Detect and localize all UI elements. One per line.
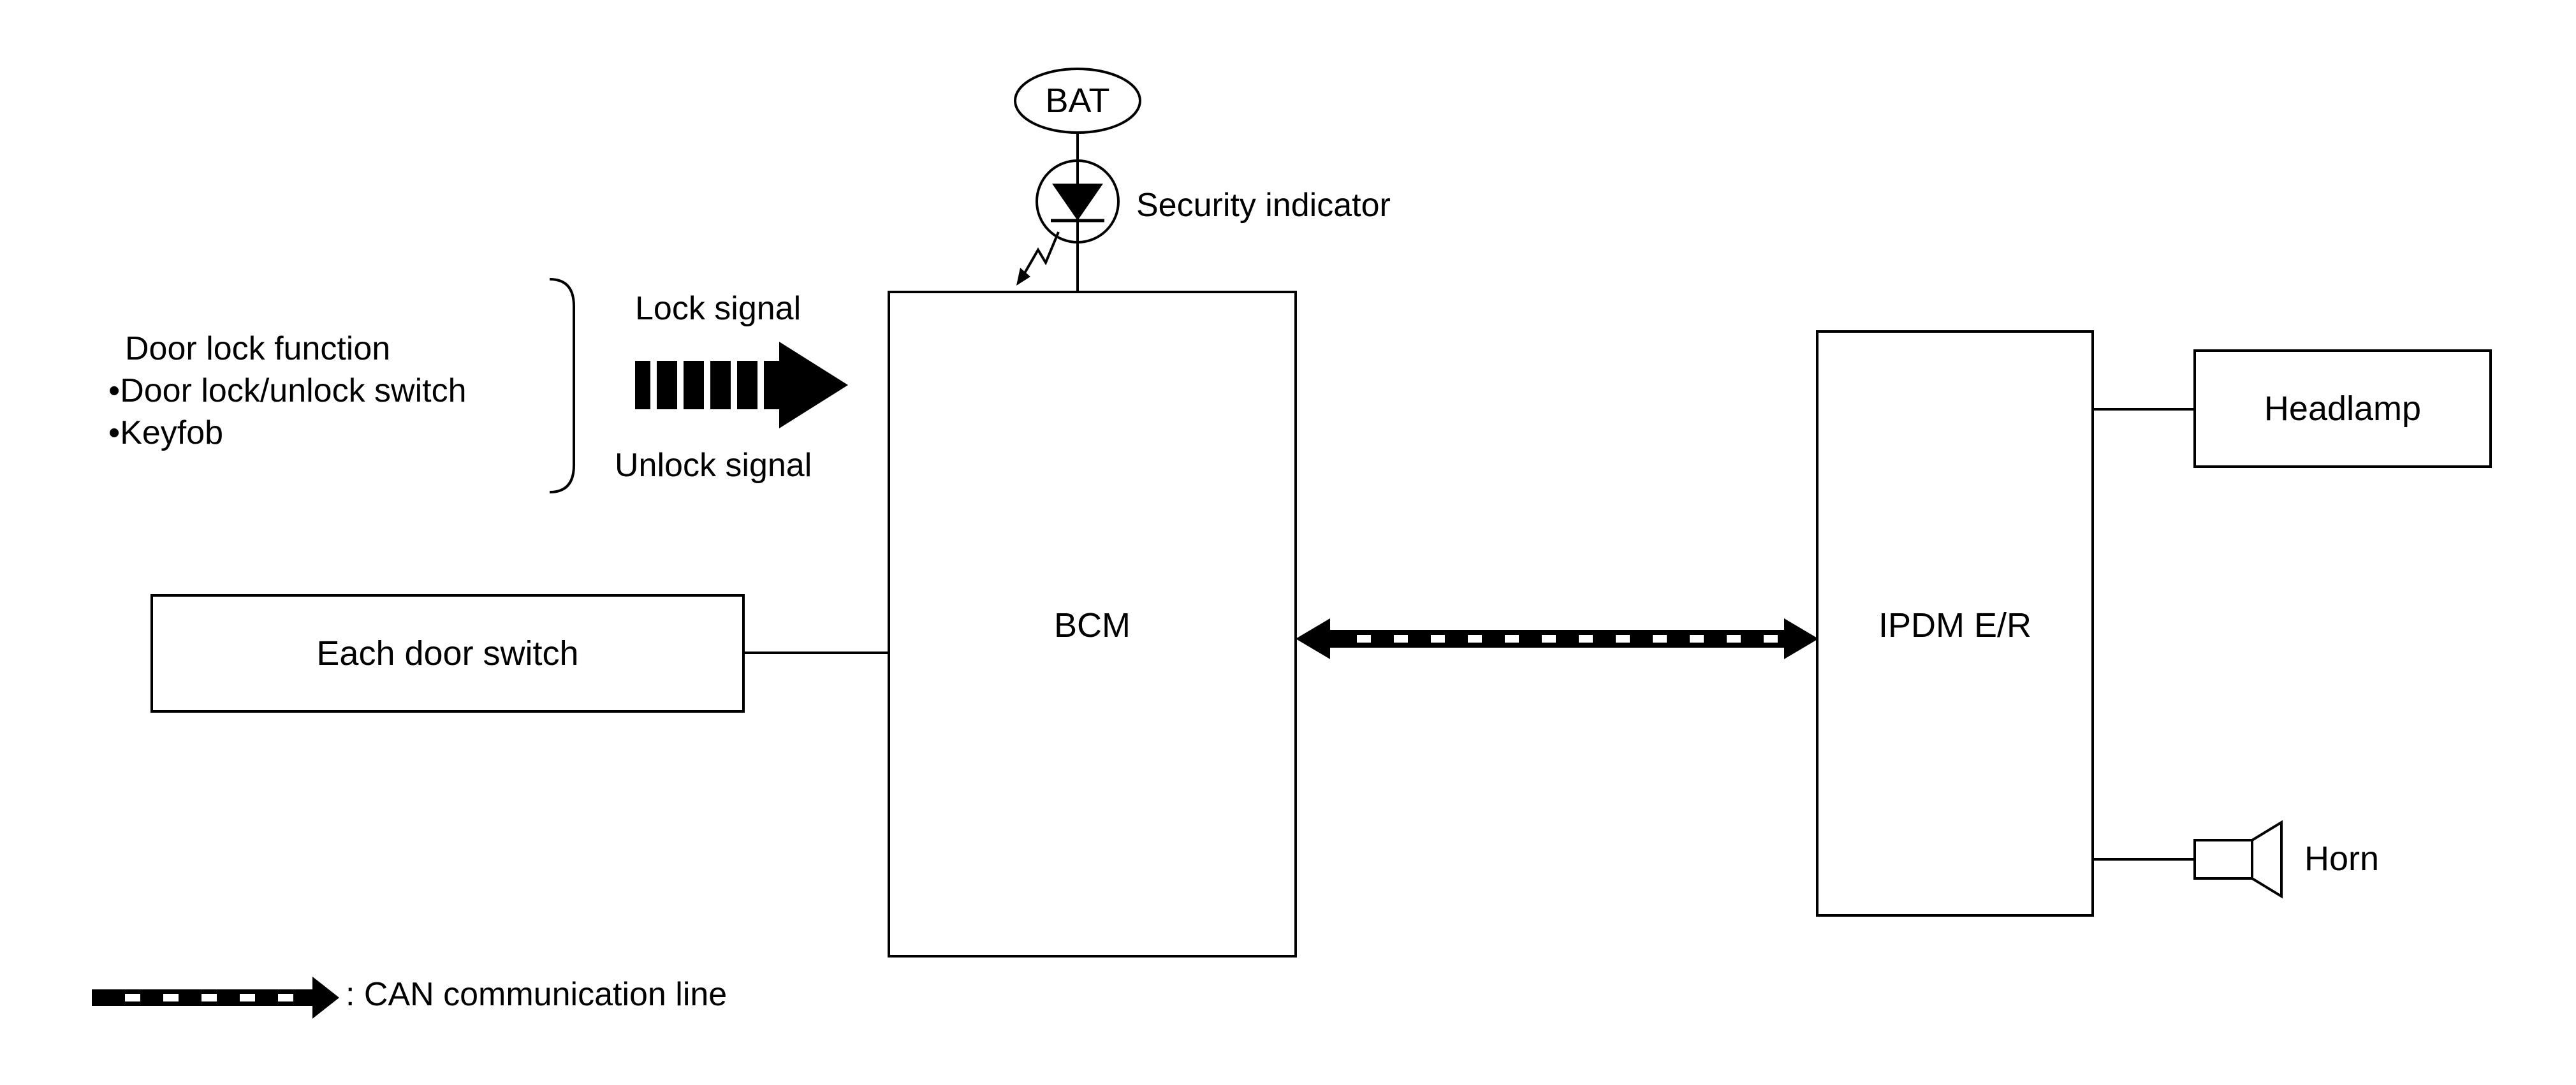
legend-can-line-label: : CAN communication line <box>346 976 728 1013</box>
light-emission-icon <box>1023 231 1060 275</box>
headlamp-module: Headlamp <box>2193 349 2492 468</box>
lock-signal-label: Lock signal <box>635 290 801 327</box>
bcm-label: BCM <box>1054 606 1131 644</box>
can-line <box>1296 618 1819 659</box>
ipdm-label: IPDM E/R <box>1878 606 2032 644</box>
legend-can-line-icon <box>92 977 339 1019</box>
horn-label: Horn <box>2304 840 2380 878</box>
door-lock-switch-item: •Door lock/unlock switch <box>108 372 467 409</box>
bcm-module: BCM <box>888 291 1297 958</box>
function-bracket <box>549 278 575 493</box>
ipdm-module: IPDM E/R <box>1816 330 2094 917</box>
horn-icon <box>2193 820 2283 899</box>
headlamp-label: Headlamp <box>2264 390 2422 428</box>
door-lock-function-block: Door lock function •Door lock/unlock swi… <box>108 328 467 454</box>
diode-triangle-icon <box>1052 184 1103 221</box>
door-switch-label: Each door switch <box>316 634 579 673</box>
lock-signal-arrow <box>635 342 848 428</box>
door-lock-function-title: Door lock function <box>125 330 391 367</box>
keyfob-item: •Keyfob <box>108 414 224 451</box>
security-indicator-label: Security indicator <box>1136 187 1391 224</box>
door-switch-module: Each door switch <box>150 594 745 713</box>
unlock-signal-label: Unlock signal <box>615 447 812 484</box>
bat-label: BAT <box>1045 82 1110 120</box>
